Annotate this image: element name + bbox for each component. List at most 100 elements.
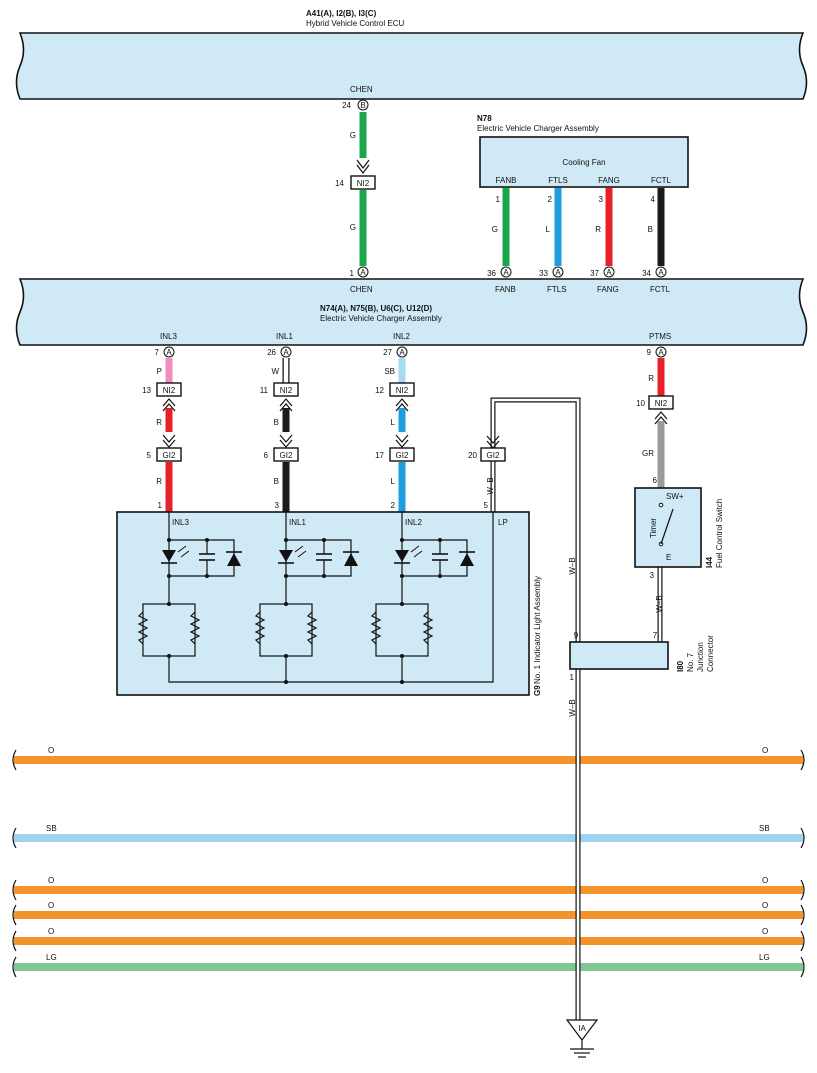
bus-line-3[interactable]: O O (14, 876, 803, 894)
charger-chen-pin: 1 (350, 269, 355, 278)
chen-junction-box (350, 175, 376, 190)
junction-connector-box[interactable] (569, 641, 669, 670)
assy-terminal-inl1: INL1 (289, 518, 306, 527)
inl3-ni2-box (156, 382, 182, 397)
junction-name-3: Connector (706, 635, 715, 672)
junction-pin-9: 9 (574, 631, 579, 640)
inl2-wire-lower-code: L (391, 477, 396, 486)
bus-code-right: O (762, 927, 768, 936)
switch-out-pin: 3 (650, 571, 655, 580)
chevron-up-icon (395, 398, 409, 407)
junction-name-2: Junction (696, 642, 705, 672)
fan-unit-code: N78 (477, 114, 492, 123)
led-icon (395, 550, 409, 562)
fuel-control-switch-box[interactable] (634, 487, 702, 568)
lp-gi2-label: GI2 (487, 451, 500, 460)
inl2-circuit: 27 A SB 12 NI2 L 17 GI2 L 2 (375, 346, 415, 512)
fan-terminal-ftls: FTLS (548, 176, 568, 185)
charger-ptms-pin: 9 (647, 348, 652, 357)
inl1-ni2-box (273, 382, 299, 397)
assy-code: G9 (533, 685, 542, 696)
chevron-down-icon (395, 434, 409, 443)
junction-pin-1: 1 (570, 673, 575, 682)
wb-vertical-code: W–B (568, 557, 577, 574)
connector-letter: A (606, 268, 612, 277)
charger-ptms-connector (655, 346, 667, 358)
inl1-gi2-box (273, 447, 299, 462)
charger-terminal-ftls: FTLS (547, 285, 567, 294)
chen-junction-label: NI2 (357, 179, 370, 188)
chevron-up-icon (654, 416, 668, 425)
inl1-wire-lower-code: B (274, 477, 279, 486)
assy-lp-internal-line (168, 512, 494, 683)
inl2-gi2-box (389, 447, 415, 462)
ecu-top-body[interactable] (15, 32, 808, 100)
assy-terminal-lp: LP (498, 518, 508, 527)
ptms-ni2-pin: 10 (636, 399, 645, 408)
connector-letter: A (503, 268, 509, 277)
bus-line-1[interactable]: O O (14, 746, 803, 764)
bus-code-right: LG (759, 953, 770, 962)
inl2-ni2-pin: 12 (375, 386, 384, 395)
charger-main-body[interactable] (15, 278, 808, 346)
inl3-gi2-label: GI2 (163, 451, 176, 460)
inl2-gi2-label: GI2 (396, 451, 409, 460)
fan-terminal-fang: FANG (598, 176, 620, 185)
chevron-up-icon (162, 398, 176, 407)
inl1-gi2-label: GI2 (280, 451, 293, 460)
ground-triangle-icon (565, 1019, 599, 1041)
assy-cell-inl2 (370, 512, 475, 684)
switch-sw-label: SW+ (666, 492, 684, 501)
charger-fctl-connector (655, 266, 667, 278)
resistor-icon (422, 611, 434, 645)
bus-line-5[interactable]: O O (14, 927, 803, 945)
inl2-ni2-label: NI2 (396, 386, 409, 395)
connector-letter: A (399, 348, 405, 357)
inl2-wire-upper-code: SB (384, 367, 395, 376)
connector-letter: A (360, 268, 366, 277)
ecu-top-codes: A41(A), I2(B), I3(C) (306, 9, 377, 18)
charger-inl3-pin: 7 (155, 348, 160, 357)
inl2-assy-pin: 2 (391, 501, 396, 510)
chevron-down-icon (279, 434, 293, 443)
bus-code-left: O (48, 746, 54, 755)
fan-terminal-fanb: FANB (496, 176, 517, 185)
switch-in-pin: 6 (653, 476, 658, 485)
connector-letter: A (658, 348, 664, 357)
inl1-wire-mid-code: B (274, 418, 279, 427)
resistor-icon (254, 611, 266, 645)
junction-name-1: No. 7 (686, 652, 695, 672)
ecu-top-connector-letter: B (360, 101, 365, 110)
switch-e-label: E (666, 553, 671, 562)
inl3-wire-lower-code: R (156, 477, 162, 486)
resistor-icon (306, 611, 318, 645)
charger-terminal-fanb: FANB (495, 285, 516, 294)
connector-letter: A (283, 348, 289, 357)
bus-line-6[interactable]: LG LG (14, 953, 803, 971)
fan-unit-box[interactable] (479, 136, 689, 188)
inl2-gi2-pin: 17 (375, 451, 384, 460)
inl3-ni2-label: NI2 (163, 386, 176, 395)
charger-inl3-connector (163, 346, 175, 358)
fan-unit-name: Electric Vehicle Charger Assembly (477, 124, 599, 133)
chevron-up-icon (279, 403, 293, 412)
bus-code-right: O (762, 876, 768, 885)
charger-inl2-pin: 27 (383, 348, 392, 357)
ptms-ni2-label: NI2 (655, 399, 668, 408)
lp-wire-code: W–B (486, 477, 495, 494)
bus-line-4[interactable]: O O (14, 901, 803, 919)
switch-contact-top (658, 502, 664, 508)
switch-out-wire-code: W–B (655, 595, 664, 612)
ptms-ni2-box (648, 395, 674, 410)
chevron-down-icon (279, 439, 293, 448)
inl1-assy-pin: 3 (275, 501, 280, 510)
bus-code-left: O (48, 901, 54, 910)
ftls-wire-code: L (546, 225, 551, 234)
chevron-up-icon (395, 403, 409, 412)
chevron-down-icon (395, 439, 409, 448)
ptms-wire-upper-code: R (648, 374, 654, 383)
bus-code-left: O (48, 927, 54, 936)
bus-line-2[interactable]: SB SB (14, 824, 803, 842)
junction-pin-7: 7 (653, 631, 658, 640)
charger-main-name: Electric Vehicle Charger Assembly (320, 314, 442, 323)
